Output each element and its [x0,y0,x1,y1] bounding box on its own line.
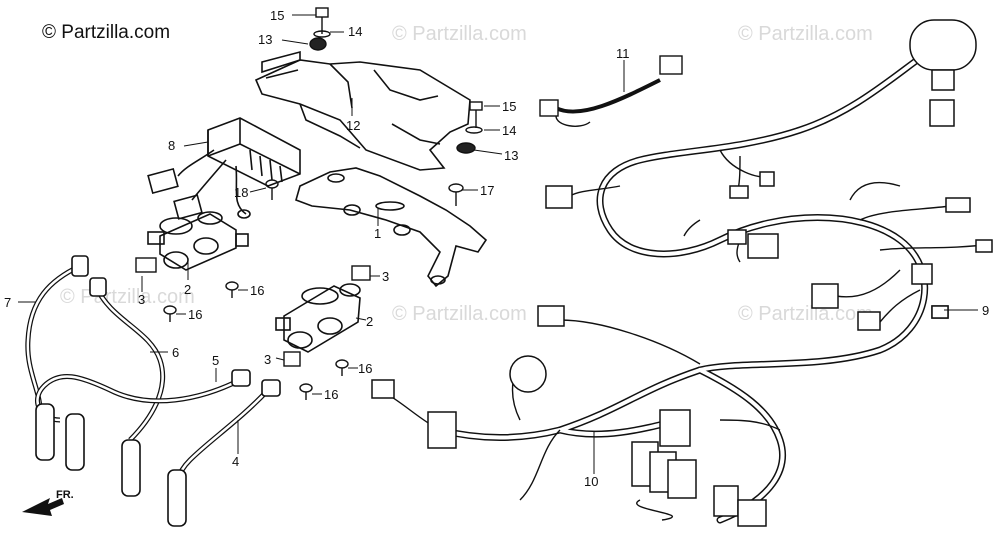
front-arrow: FR. [22,489,74,516]
copyright-text: © Partzilla.com [42,22,170,43]
callout-16: 16 [188,307,202,322]
callout-3: 3 [382,269,389,284]
bolt-16-a[interactable] [225,281,239,298]
spark-plug-wire-6-inner [94,285,164,441]
callout-3: 3 [264,352,271,367]
callout-6: 6 [172,345,179,360]
ignition-coil-2-center[interactable] [275,283,361,353]
callout-12: 12 [346,118,360,133]
callout-16: 16 [250,283,264,298]
callout-13: 13 [258,32,272,47]
callout-15: 15 [270,8,284,23]
sub-harness-11-detail [539,55,683,127]
callout-13: 13 [504,148,518,163]
watermark: © Partzilla.com [738,303,873,325]
callout-16: 16 [324,387,338,402]
bolt-16-c[interactable] [335,359,349,376]
callout-8: 8 [168,138,175,153]
callout-3: 3 [138,292,145,307]
callout-9: 9 [982,303,989,318]
watermark: © Partzilla.com [392,303,527,325]
callout-2: 2 [184,282,191,297]
bolt-16-d[interactable] [299,383,313,400]
callout-5: 5 [212,353,219,368]
wire-harness-10-inner [438,42,942,522]
bolt-16-b[interactable] [163,305,177,322]
front-label: FR. [56,489,74,501]
plug-caps[interactable] [35,255,281,527]
sub-harness-11[interactable] [555,78,661,114]
ignition-coil-2-left[interactable] [147,211,249,271]
bolt-17[interactable] [448,183,464,206]
callout-15: 15 [502,99,516,114]
harness-connectors[interactable] [371,19,993,527]
callout-14: 14 [502,123,516,138]
callout-4: 4 [232,454,239,469]
callout-14: 14 [348,24,362,39]
spark-plug-wire-7-inner [26,264,81,411]
watermark: © Partzilla.com [392,23,527,45]
spacer-3-center-top[interactable] [351,265,371,281]
bracket-12[interactable] [254,50,471,171]
callout-11: 11 [616,46,630,61]
bracket-1[interactable] [295,167,488,288]
leader-lines [18,14,978,474]
bolt-18[interactable] [265,179,279,200]
callouts: 15 14 13 12 15 14 13 17 18 8 1 2 3 3 2 3… [4,8,989,489]
spacer-3-left[interactable] [135,257,157,273]
wire-harness-10[interactable] [436,40,944,524]
watermarks: © Partzilla.com © Partzilla.com © Partzi… [60,23,873,325]
callout-17: 17 [480,183,494,198]
spacer-3-center-bottom[interactable] [283,351,301,367]
fastener-set-right[interactable] [456,101,483,154]
regulator-rectifier-8[interactable] [147,117,301,220]
callout-1: 1 [374,226,381,241]
watermark: © Partzilla.com [738,23,873,45]
fastener-set-upper[interactable] [309,7,331,51]
watermark: © Partzilla.com [60,286,195,308]
callout-16: 16 [358,361,372,376]
callout-7: 7 [4,295,11,310]
spark-plug-wire-4[interactable] [174,388,270,497]
spark-plug-wire-5-inner [36,375,241,422]
callout-18: 18 [234,185,248,200]
part-9[interactable] [931,305,949,319]
spark-plug-wire-6[interactable] [93,284,166,442]
callout-2: 2 [366,314,373,329]
callout-10: 10 [584,474,598,489]
